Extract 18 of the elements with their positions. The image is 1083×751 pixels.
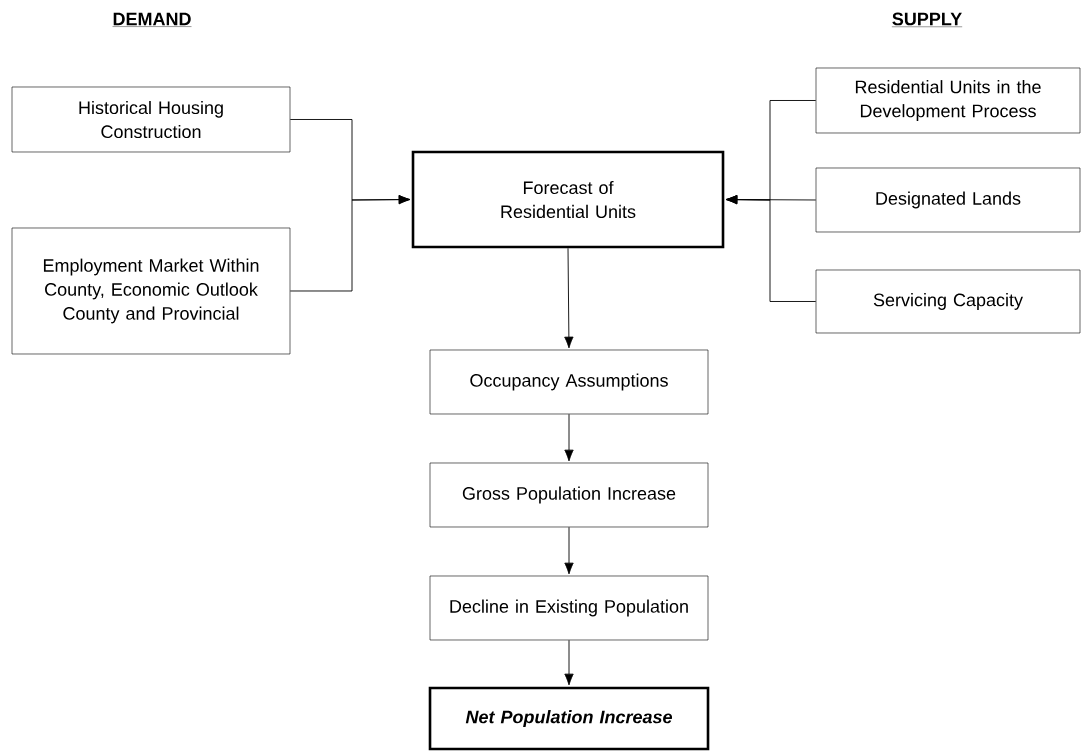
arrow: [564, 247, 574, 349]
column-heading: DEMAND: [112, 12, 192, 27]
process-box: Occupancy Assumptions: [429, 349, 709, 415]
arrow: [564, 526, 574, 575]
process-box: Employment Market Within County, Economic Outlook County and Provincial: [11, 227, 291, 355]
process-box: Residential Units in the Development Process: [815, 67, 1081, 134]
highlighted-box: Forecast of Residential Units: [411, 150, 725, 249]
process-box: Historical Housing Construction: [11, 86, 291, 153]
process-box: Servicing Capacity: [815, 269, 1081, 334]
process-box: Designated Lands: [815, 167, 1081, 233]
arrow: [289, 194, 411, 292]
arrow: [564, 639, 574, 686]
arrow: [564, 413, 574, 462]
highlighted-box: Net Population Increase: [428, 686, 710, 751]
column-heading: SUPPLY: [891, 12, 963, 27]
process-box: Decline in Existing Population: [429, 575, 709, 641]
arrow: [725, 195, 817, 302]
process-box: Gross Population Increase: [429, 462, 709, 528]
